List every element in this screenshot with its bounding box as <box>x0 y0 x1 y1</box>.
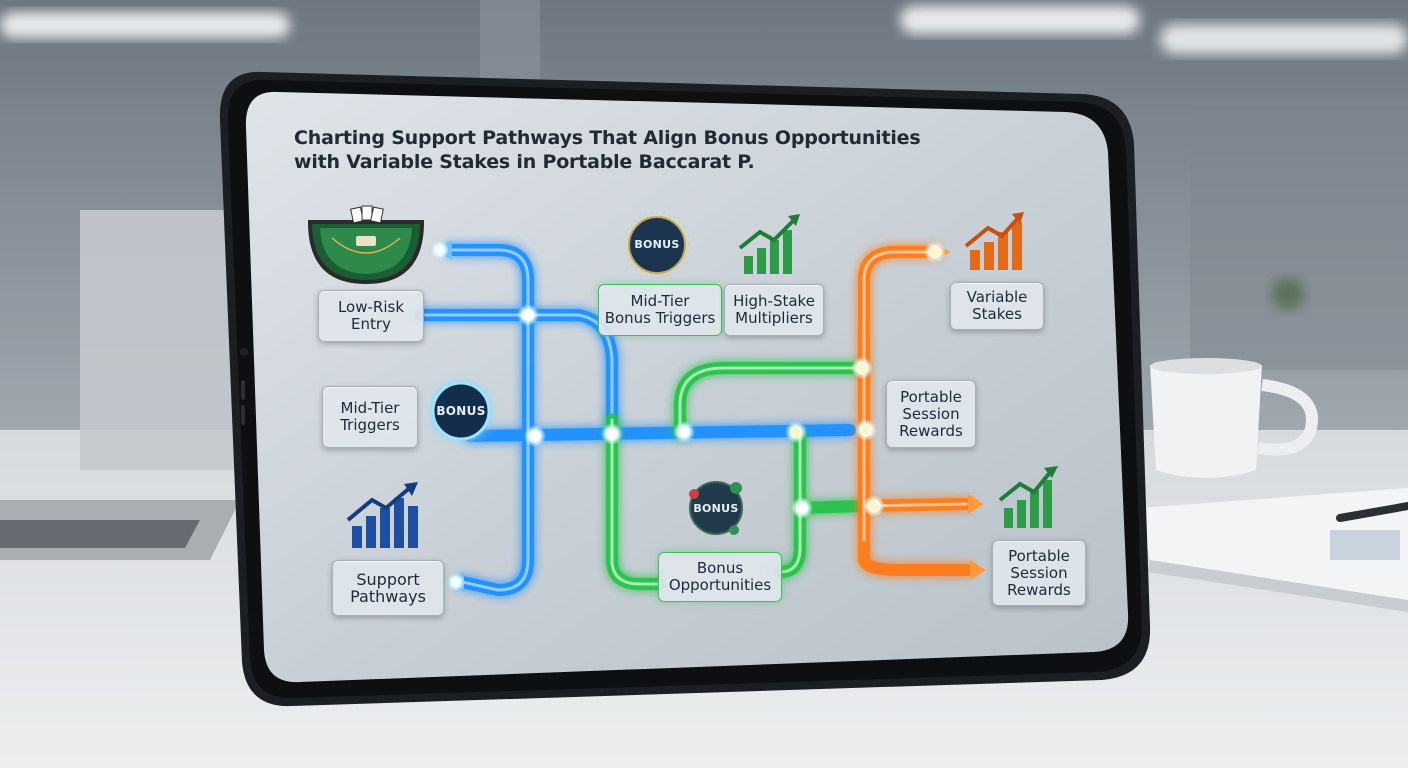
node-mid-tier-bonus-triggers-line-2: Bonus Triggers <box>604 309 716 327</box>
bonus-badge-bottom-icon <box>689 481 743 535</box>
node-support-pathways-line-1: Support <box>356 570 420 589</box>
node-high-stake-multipliers-line-1: High-Stake <box>733 292 815 310</box>
growth-chart-green-icon <box>738 214 800 274</box>
diagram-title: Charting Support Pathways That Align Bon… <box>294 126 934 174</box>
bonus-badge-top-label: BONUS <box>634 238 680 251</box>
node-low-risk-entry: Low-Risk Entry <box>318 290 424 342</box>
node-mid-tier-bonus-triggers-line-1: Mid-Tier <box>630 292 690 310</box>
node-low-risk-entry-line-1: Low-Risk <box>337 298 405 316</box>
orange-arrow-bottom <box>970 560 986 580</box>
node-mid-tier-bonus-triggers: Mid-Tier Bonus Triggers <box>598 284 722 336</box>
node-bonus-opportunities-line-1: Bonus <box>696 559 744 577</box>
node-variable-stakes-line-1: Variable <box>966 288 1028 306</box>
node-variable-stakes-line-2: Stakes <box>972 305 1022 323</box>
node-mid-tier-triggers: Mid-Tier Triggers <box>322 386 418 448</box>
bonus-badge-left-icon <box>429 379 493 443</box>
title-line-1: Charting Support Pathways That Align Bon… <box>294 127 921 149</box>
node-portable-session-rewards-mid-line-1: Portable <box>900 387 962 406</box>
baccarat-table-icon <box>307 205 425 285</box>
node-portable-session-rewards-bottom-line-2: Session <box>1010 563 1068 582</box>
growth-chart-green-small-icon <box>998 466 1058 528</box>
node-portable-session-rewards-bottom: Portable Session Rewards <box>992 540 1086 606</box>
node-bonus-opportunities-line-2: Opportunities <box>668 576 772 594</box>
bonus-badge-top-icon <box>624 212 690 278</box>
node-support-pathways-line-2: Pathways <box>350 587 426 606</box>
node-portable-session-rewards-mid: Portable Session Rewards <box>886 380 976 448</box>
node-mid-tier-triggers-line-2: Triggers <box>340 416 400 434</box>
node-portable-session-rewards-mid-line-2: Session <box>902 404 960 423</box>
title-line-2: with Variable Stakes in Portable Baccara… <box>294 151 755 173</box>
node-high-stake-multipliers: High-Stake Multipliers <box>724 284 824 336</box>
node-mid-tier-triggers-line-1: Mid-Tier <box>340 399 400 417</box>
node-portable-session-rewards-mid-line-3: Rewards <box>899 421 963 440</box>
growth-chart-blue-icon <box>346 482 418 548</box>
node-bonus-opportunities: Bonus Opportunities <box>658 552 782 602</box>
bonus-badge-bottom-label: BONUS <box>693 502 739 515</box>
node-portable-session-rewards-bottom-line-3: Rewards <box>1007 580 1071 599</box>
node-variable-stakes: Variable Stakes <box>950 282 1044 330</box>
junction-dots <box>431 241 946 591</box>
growth-chart-orange-icon <box>964 212 1024 270</box>
node-low-risk-entry-line-2: Entry <box>351 315 391 333</box>
orange-arrow-mid <box>968 494 984 514</box>
node-support-pathways: Support Pathways <box>332 560 444 616</box>
node-portable-session-rewards-bottom-line-1: Portable <box>1008 546 1070 565</box>
node-high-stake-multipliers-line-2: Multipliers <box>735 309 813 327</box>
bonus-badge-left-label: BONUS <box>436 404 486 418</box>
